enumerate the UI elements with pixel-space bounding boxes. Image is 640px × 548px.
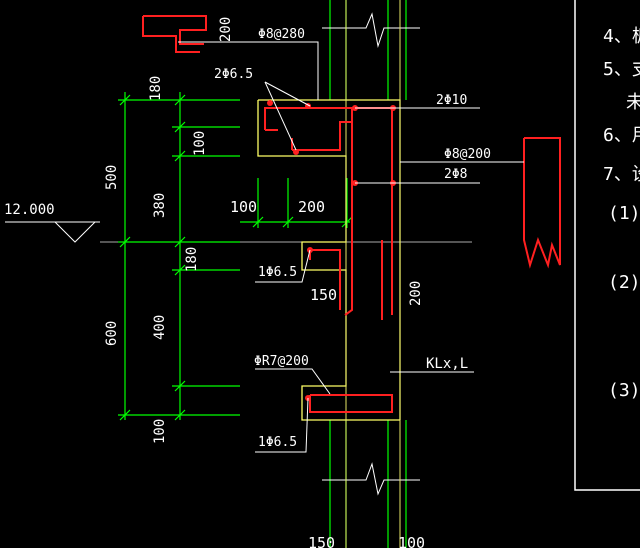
column-lines <box>329 0 407 548</box>
rebar-dots <box>267 100 396 401</box>
label-2phi10: 2Φ10 <box>436 93 467 108</box>
dim-200-top: 200 <box>218 17 234 42</box>
label-1phi65-b: 1Φ6.5 <box>258 435 297 450</box>
label-stirrup-200: Φ8@200 <box>444 147 491 162</box>
label-1phi65-a: 1Φ6.5 <box>258 265 297 280</box>
top-detail-a <box>142 16 200 53</box>
label-2phi8: 2Φ8 <box>444 167 467 182</box>
top-detail-b <box>143 15 207 45</box>
note-6: 6、用 <box>603 125 640 146</box>
dim-400: 400 <box>152 315 168 340</box>
elevation-label: 12.000 <box>4 202 55 218</box>
dim-180-top: 180 <box>148 76 164 101</box>
dim-200-horiz: 200 <box>298 198 325 216</box>
break-line-top <box>322 12 420 48</box>
dim-180-mid: 180 <box>184 247 200 272</box>
dim-380: 380 <box>152 193 168 218</box>
horizontal-dimension-lines <box>240 178 353 228</box>
note-p1: (1) <box>608 203 640 224</box>
note-7: 7、设 <box>603 164 640 185</box>
dim-150-bottom: 150 <box>308 534 335 548</box>
rebar-lines <box>264 107 393 413</box>
note-5: 5、支 <box>603 59 640 80</box>
label-top-stirrup: Φ8@280 <box>258 27 305 42</box>
vertical-dimension-lines <box>118 92 240 421</box>
dim-600: 600 <box>104 321 120 346</box>
concrete-outline <box>257 0 401 548</box>
note-p3: (3) <box>608 380 640 401</box>
elevation-triangle <box>54 221 96 243</box>
right-detail <box>523 137 561 269</box>
break-line-bottom <box>322 462 420 496</box>
dim-100-horiz: 100 <box>230 198 257 216</box>
dim-150-mid: 150 <box>310 286 337 304</box>
dim-100-bottom-right: 100 <box>398 534 425 548</box>
dim-100-left: 100 <box>192 131 208 156</box>
dim-500: 500 <box>104 165 120 190</box>
note-5b: 未 <box>626 92 640 113</box>
label-beam: KLx,L <box>426 356 468 372</box>
note-p2: (2) <box>608 272 640 293</box>
notes-frame <box>574 0 640 491</box>
label-r7: ΦR7@200 <box>254 354 309 369</box>
dim-100-bottom: 100 <box>152 419 168 444</box>
leader-lines <box>178 41 524 453</box>
dim-200-right: 200 <box>408 281 424 306</box>
label-2phi65: 2Φ6.5 <box>214 67 253 82</box>
note-4: 4、板 <box>603 26 640 47</box>
